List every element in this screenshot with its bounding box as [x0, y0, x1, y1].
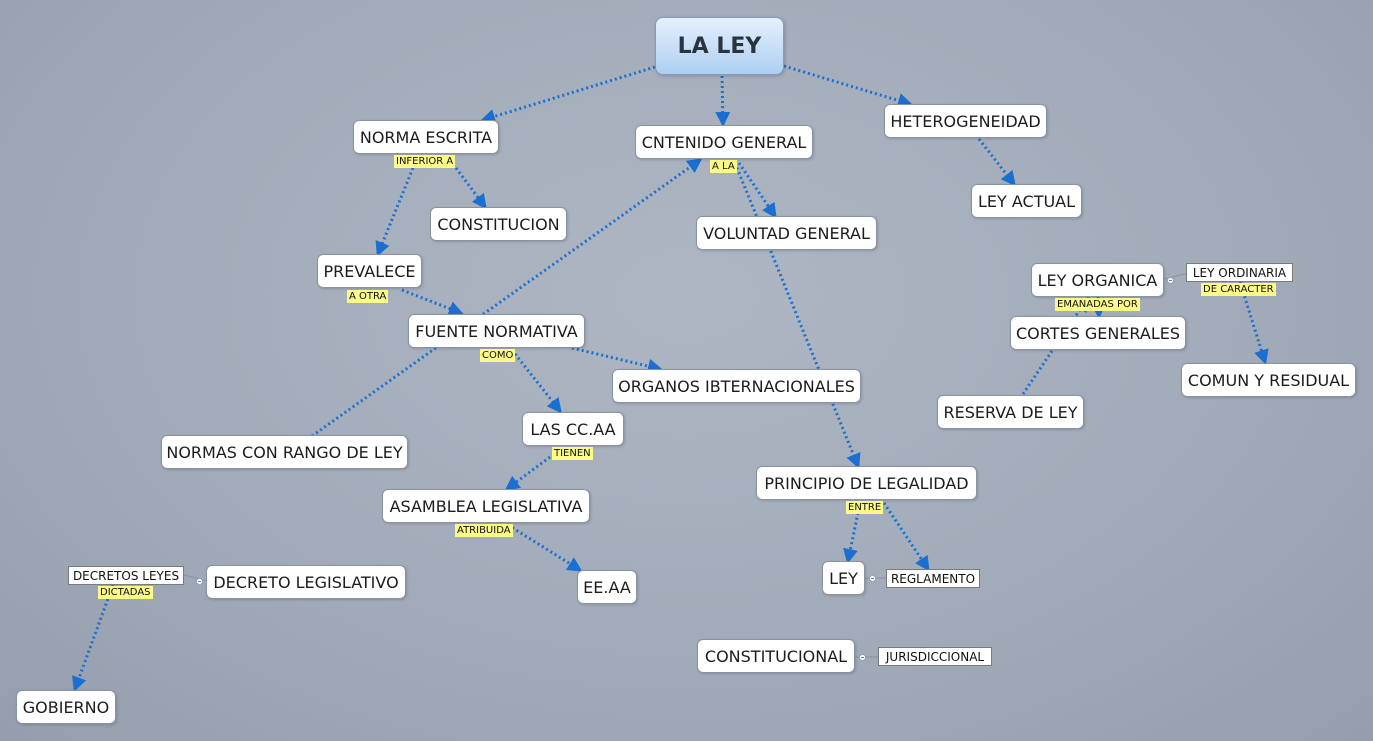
- side-node-ley-ordinaria[interactable]: LEY ORDINARIA: [1186, 263, 1293, 282]
- node-eeaa[interactable]: EE.AA: [577, 570, 637, 604]
- node-principio-legalidad[interactable]: PRINCIPIO DE LEGALIDAD: [756, 466, 977, 500]
- collapse-toggle-icon[interactable]: [869, 575, 876, 582]
- collapse-toggle-icon[interactable]: [1167, 277, 1174, 284]
- edge-ley-organica-cortes: [1090, 296, 1106, 319]
- node-comun-residual[interactable]: COMUN Y RESIDUAL: [1181, 363, 1356, 397]
- node-gobierno[interactable]: GOBIERNO: [16, 690, 116, 724]
- edge-root-norma-escrita: [480, 65, 656, 124]
- node-constitucion[interactable]: CONSTITUCION: [430, 207, 567, 241]
- node-ley[interactable]: LEY: [822, 561, 865, 595]
- node-prevalece[interactable]: PREVALECE: [317, 254, 422, 288]
- link-label-de-caracter: DE CARACTER: [1201, 283, 1276, 296]
- node-norma-escrita[interactable]: NORMA ESCRITA: [353, 120, 499, 154]
- node-ley-actual[interactable]: LEY ACTUAL: [971, 184, 1082, 218]
- edge-decretos-gobierno: [72, 584, 115, 692]
- node-organos-internacionales[interactable]: ORGANOS IBTERNACIONALES: [612, 369, 861, 403]
- link-label-atribuida: ATRIBUIDA: [455, 524, 513, 537]
- node-las-ccaa[interactable]: LAS CC.AA: [522, 412, 624, 446]
- node-heterogeneidad[interactable]: HETEROGENEIDAD: [884, 104, 1047, 138]
- collapse-toggle-icon[interactable]: [196, 578, 203, 585]
- root-node-la-ley[interactable]: LA LEY: [655, 17, 784, 75]
- node-constitucional[interactable]: CONSTITUCIONAL: [697, 639, 855, 673]
- node-cortes-generales[interactable]: CORTES GENERALES: [1010, 316, 1186, 350]
- link-label-tienen: TIENEN: [552, 447, 593, 460]
- link-label-a-la: A LA: [710, 160, 737, 173]
- link-label-a-otra: A OTRA: [347, 290, 389, 303]
- edge-norma-escrita-prevalece: [375, 167, 415, 257]
- edge-contenido-voluntad-general: [737, 162, 777, 219]
- edge-principio-reglamento: [882, 502, 930, 572]
- side-node-decretos-leyes[interactable]: DECRETOS LEYES: [68, 566, 184, 585]
- side-node-reglamento[interactable]: REGLAMENTO: [886, 569, 980, 588]
- edge-ccaa-asamblea: [504, 449, 559, 491]
- edge-normas-rango-ley-contenido: [311, 158, 703, 438]
- edge-root-heterogeneidad: [783, 64, 913, 108]
- edge-contenido-principio-legalidad: [733, 162, 861, 469]
- node-reserva-ley[interactable]: RESERVA DE LEY: [937, 395, 1084, 429]
- node-ley-organica[interactable]: LEY ORGANICA: [1031, 263, 1164, 297]
- edge-asamblea-eeaa: [507, 523, 583, 572]
- node-asamblea-legislativa[interactable]: ASAMBLEA LEGISLATIVA: [382, 489, 590, 523]
- edge-norma-escrita-constitucion: [454, 167, 487, 210]
- link-label-emanadas-por: EMANADAS POR: [1055, 298, 1140, 311]
- edge-reserva-ley-organica: [1021, 296, 1089, 395]
- node-normas-rango-ley[interactable]: NORMAS CON RANGO DE LEY: [161, 435, 408, 469]
- edge-ley-ordinaria-comun: [1238, 281, 1269, 365]
- edge-heterogeneidad-ley-actual: [977, 138, 1016, 187]
- edge-root-contenido-general: [715, 75, 731, 127]
- node-fuente-normativa[interactable]: FUENTE NORMATIVA: [408, 314, 585, 348]
- edge-prevalece-fuente-normativa: [401, 288, 464, 316]
- node-contenido-general[interactable]: CNTENIDO GENERAL: [635, 125, 813, 159]
- edge-fuente-organos: [571, 346, 663, 374]
- edge-fuente-ccaa: [510, 349, 562, 414]
- link-label-como: COMO: [480, 349, 516, 362]
- collapse-toggle-icon[interactable]: [859, 654, 866, 661]
- link-label-dictadas: DICTADAS: [98, 586, 153, 599]
- node-decreto-legislativo[interactable]: DECRETO LEGISLATIVO: [206, 565, 406, 599]
- link-label-inferior-a: INFERIOR A: [394, 155, 456, 168]
- link-label-entre: ENTRE: [846, 501, 884, 514]
- side-node-jurisdiccional[interactable]: JURISDICCIONAL: [878, 647, 992, 666]
- node-voluntad-general[interactable]: VOLUNTAD GENERAL: [696, 216, 877, 250]
